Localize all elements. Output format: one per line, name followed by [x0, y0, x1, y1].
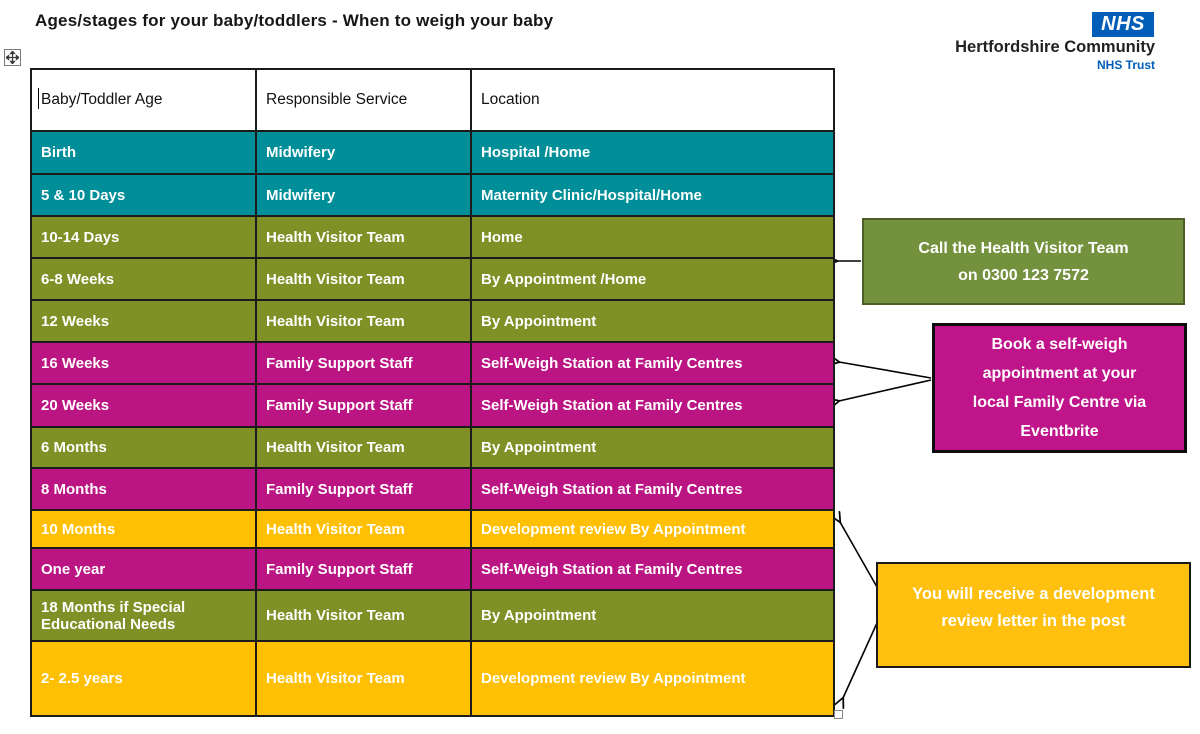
cell-location[interactable]: Development review By Appointment [470, 640, 835, 717]
cell-location[interactable]: Self-Weigh Station at Family Centres [470, 547, 835, 591]
table-row: 6-8 Weeks Health Visitor Team By Appoint… [30, 257, 835, 301]
cell-age[interactable]: 20 Weeks [30, 383, 257, 428]
cell-age[interactable]: 18 Months if Special Educational Needs [30, 589, 257, 642]
table-header-row: Baby/Toddler Age Responsible Service Loc… [30, 68, 835, 132]
cell-age[interactable]: 12 Weeks [30, 299, 257, 343]
cell-service[interactable]: Health Visitor Team [255, 299, 472, 343]
nhs-trust-label: NHS Trust [1096, 58, 1155, 72]
table-row: 18 Months if Special Educational Needs H… [30, 589, 835, 642]
cell-age[interactable]: 6 Months [30, 426, 257, 469]
move-cross-icon [6, 51, 19, 64]
page-title[interactable]: Ages/stages for your baby/toddlers - Whe… [35, 11, 554, 30]
callout-development-review[interactable]: You will receive a development review le… [876, 562, 1191, 668]
nhs-logo: NHS [1092, 12, 1154, 37]
text-caret [38, 88, 39, 109]
header-age[interactable]: Baby/Toddler Age [30, 68, 257, 132]
callout-line: appointment at your [982, 365, 1137, 382]
cell-service[interactable]: Health Visitor Team [255, 589, 472, 642]
cell-service[interactable]: Health Visitor Team [255, 257, 472, 301]
arrow-dev-review-upper [840, 522, 878, 588]
table-row: 2- 2.5 years Health Visitor Team Develop… [30, 640, 835, 717]
table-row: 10-14 Days Health Visitor Team Home [30, 215, 835, 259]
table-row: 20 Weeks Family Support Staff Self-Weigh… [30, 383, 835, 428]
callout-line: Book a self-weigh [991, 336, 1128, 353]
cell-service[interactable]: Midwifery [255, 173, 472, 217]
table-move-handle-icon[interactable] [4, 49, 21, 66]
callout-line: local Family Centre via [972, 394, 1147, 411]
cell-location[interactable]: Home [470, 215, 835, 259]
header-service[interactable]: Responsible Service [255, 68, 472, 132]
cell-service[interactable]: Health Visitor Team [255, 215, 472, 259]
cell-age[interactable]: 10-14 Days [30, 215, 257, 259]
cell-service[interactable]: Health Visitor Team [255, 509, 472, 549]
table-row: 10 Months Health Visitor Team Developmen… [30, 509, 835, 549]
cell-age[interactable]: 16 Weeks [30, 341, 257, 385]
cell-service[interactable]: Family Support Staff [255, 383, 472, 428]
callout-line: Call the Health Visitor Team [918, 239, 1129, 257]
table-row: 6 Months Health Visitor Team By Appointm… [30, 426, 835, 469]
cell-age[interactable]: One year [30, 547, 257, 591]
callout-line: on 0300 123 7572 [958, 266, 1089, 284]
cell-location[interactable]: Self-Weigh Station at Family Centres [470, 383, 835, 428]
cell-service[interactable]: Family Support Staff [255, 547, 472, 591]
cell-location[interactable]: By Appointment [470, 426, 835, 469]
arrow-dev-review-lower [843, 622, 878, 698]
arrow-self-weigh-upper [839, 362, 932, 379]
cell-location[interactable]: By Appointment /Home [470, 257, 835, 301]
cell-service[interactable]: Family Support Staff [255, 341, 472, 385]
callout-line: review letter in the post [941, 612, 1126, 630]
cell-age[interactable]: 8 Months [30, 467, 257, 511]
table-resize-handle[interactable] [834, 710, 843, 719]
cell-location[interactable]: By Appointment [470, 589, 835, 642]
table-row: Birth Midwifery Hospital /Home [30, 130, 835, 175]
header-location[interactable]: Location [470, 68, 835, 132]
cell-location[interactable]: Maternity Clinic/Hospital/Home [470, 173, 835, 217]
cell-location[interactable]: Self-Weigh Station at Family Centres [470, 467, 835, 511]
table-row: One year Family Support Staff Self-Weigh… [30, 547, 835, 591]
cell-age[interactable]: 10 Months [30, 509, 257, 549]
cell-service[interactable]: Health Visitor Team [255, 426, 472, 469]
nhs-org-name: Hertfordshire Community [955, 38, 1155, 56]
cell-age[interactable]: 5 & 10 Days [30, 173, 257, 217]
callout-health-visitor[interactable]: Call the Health Visitor Team on 0300 123… [862, 218, 1185, 305]
table-row: 12 Weeks Health Visitor Team By Appointm… [30, 299, 835, 343]
callout-line: You will receive a development [912, 585, 1155, 603]
table-row: 8 Months Family Support Staff Self-Weigh… [30, 467, 835, 511]
cell-age[interactable]: 6-8 Weeks [30, 257, 257, 301]
cell-location[interactable]: Development review By Appointment [470, 509, 835, 549]
cell-service[interactable]: Midwifery [255, 130, 472, 175]
cell-age[interactable]: 2- 2.5 years [30, 640, 257, 717]
ages-stages-table: Baby/Toddler Age Responsible Service Loc… [30, 68, 835, 717]
table-row: 5 & 10 Days Midwifery Maternity Clinic/H… [30, 173, 835, 217]
cell-service[interactable]: Health Visitor Team [255, 640, 472, 717]
callout-line: Eventbrite [1020, 423, 1099, 440]
cell-service[interactable]: Family Support Staff [255, 467, 472, 511]
table-row: 16 Weeks Family Support Staff Self-Weigh… [30, 341, 835, 385]
cell-location[interactable]: Self-Weigh Station at Family Centres [470, 341, 835, 385]
cell-location[interactable]: Hospital /Home [470, 130, 835, 175]
callout-self-weigh[interactable]: Book a self-weigh appointment at your lo… [932, 323, 1187, 453]
arrow-self-weigh-lower [839, 379, 932, 401]
cell-location[interactable]: By Appointment [470, 299, 835, 343]
cell-age[interactable]: Birth [30, 130, 257, 175]
